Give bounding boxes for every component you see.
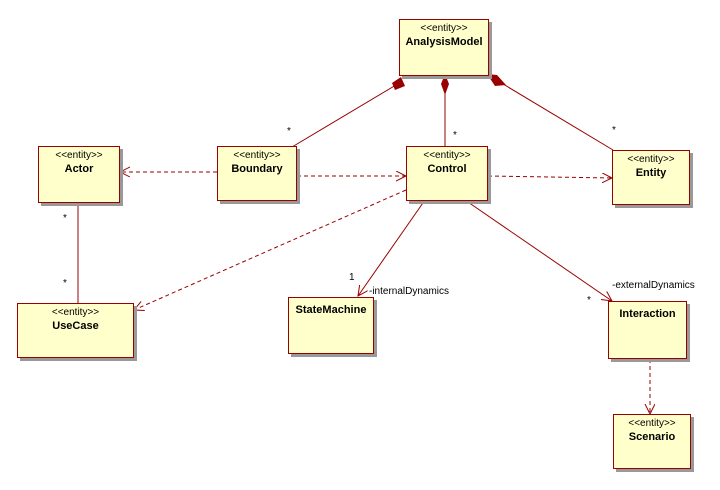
multiplicity-usecase: * bbox=[63, 278, 67, 289]
multiplicity-interaction: * bbox=[587, 295, 591, 306]
class-scenario[interactable]: <<entity>> Scenario bbox=[613, 414, 691, 469]
composition-diamond-entity bbox=[487, 74, 506, 86]
dependency-control-usecase[interactable] bbox=[134, 189, 407, 310]
class-interaction[interactable]: Interaction bbox=[608, 301, 687, 359]
multiplicity-control: * bbox=[453, 130, 457, 141]
association-control-statemachine[interactable] bbox=[358, 199, 426, 296]
class-actor[interactable]: <<entity>> Actor bbox=[38, 146, 120, 203]
stereotype-label: <<entity>> bbox=[627, 154, 675, 165]
class-name: Interaction bbox=[619, 308, 676, 320]
class-name: StateMachine bbox=[295, 304, 367, 316]
multiplicity-actor: * bbox=[63, 213, 67, 224]
composition-line-entity[interactable] bbox=[487, 74, 614, 151]
stereotype-label: <<entity>> bbox=[55, 150, 103, 161]
stereotype-label: <<entity>> bbox=[420, 23, 468, 34]
multiplicity-entity: * bbox=[612, 125, 616, 136]
role-internal-dynamics: -internalDynamics bbox=[369, 286, 450, 297]
multiplicity-statemachine: 1 bbox=[349, 272, 355, 283]
multiplicity-boundary: * bbox=[287, 126, 291, 137]
role-external-dynamics: -externalDynamics bbox=[612, 280, 695, 291]
association-control-interaction[interactable] bbox=[464, 199, 612, 301]
class-usecase[interactable]: <<entity>> UseCase bbox=[17, 303, 134, 358]
dependency-control-entity[interactable] bbox=[487, 176, 612, 178]
class-analysismodel[interactable]: <<entity>> AnalysisModel bbox=[399, 19, 489, 76]
class-name: UseCase bbox=[52, 320, 99, 332]
class-name: Scenario bbox=[628, 431, 676, 443]
class-entity[interactable]: <<entity>> Entity bbox=[612, 150, 690, 205]
composition-diamond-control bbox=[441, 74, 449, 95]
stereotype-label: <<entity>> bbox=[628, 418, 676, 429]
class-name: Control bbox=[427, 163, 467, 175]
class-name: Boundary bbox=[231, 163, 283, 175]
class-name: AnalysisModel bbox=[405, 36, 483, 48]
stereotype-label: <<entity>> bbox=[423, 150, 471, 161]
class-statemachine[interactable]: StateMachine bbox=[288, 297, 374, 354]
stereotype-label: <<entity>> bbox=[51, 307, 100, 318]
class-name: Entity bbox=[635, 167, 667, 179]
class-boundary[interactable]: <<entity>> Boundary bbox=[217, 146, 297, 201]
composition-line-boundary[interactable] bbox=[291, 81, 402, 148]
composition-diamond-boundary bbox=[392, 77, 405, 90]
class-control[interactable]: <<entity>> Control bbox=[406, 146, 488, 201]
class-name: Actor bbox=[64, 163, 94, 175]
stereotype-label: <<entity>> bbox=[233, 150, 281, 161]
